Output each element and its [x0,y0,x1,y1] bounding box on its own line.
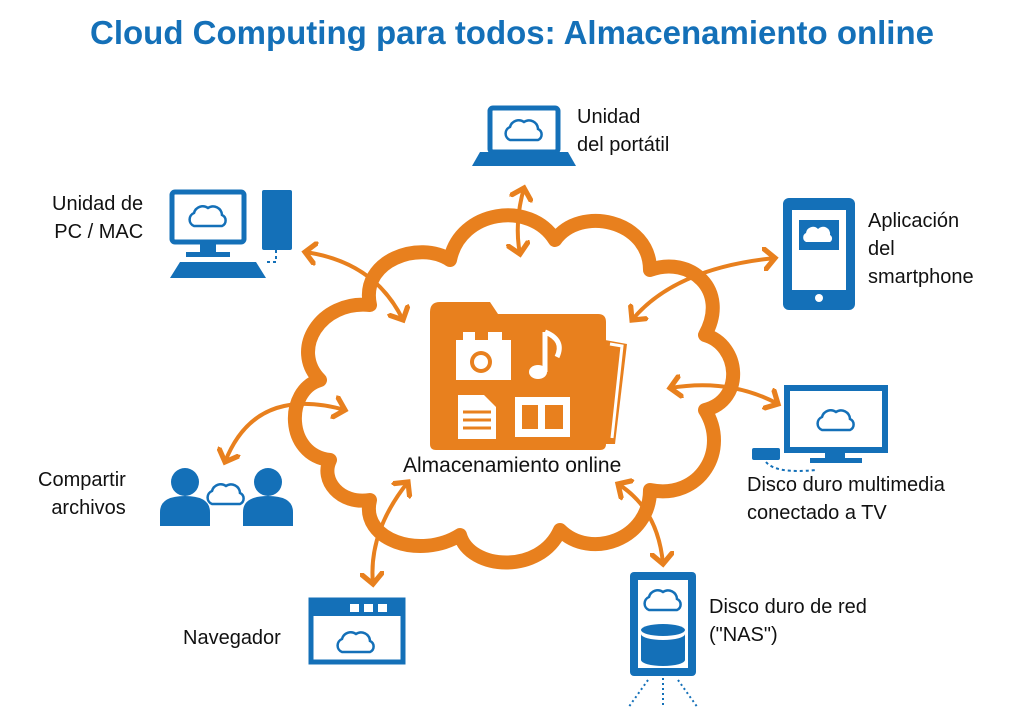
connection-arrows [225,188,778,584]
desktop-pc-icon [169,189,292,278]
browser-window-icon [308,597,406,665]
label-nas: Disco duro de red ("NAS") [709,596,867,646]
nas-drive-icon [627,572,699,709]
tv-icon [752,385,888,472]
label-browser: Navegador [183,627,281,649]
label-laptop: Unidad del portátil [577,106,670,156]
smartphone-icon [783,198,855,310]
label-smartphone: Aplicación del smartphone [868,210,974,288]
folder-icon [430,302,627,450]
diagram-title: Cloud Computing para todos: Almacenamien… [90,14,934,51]
laptop-icon [472,105,576,166]
label-pc: Unidad de PC / MAC [52,193,144,243]
center-label: Almacenamiento online [403,454,622,477]
label-tv: Disco duro multimedia conectado a TV [747,474,945,524]
label-share: Compartir archivos [38,469,126,519]
share-files-icon [160,468,293,526]
